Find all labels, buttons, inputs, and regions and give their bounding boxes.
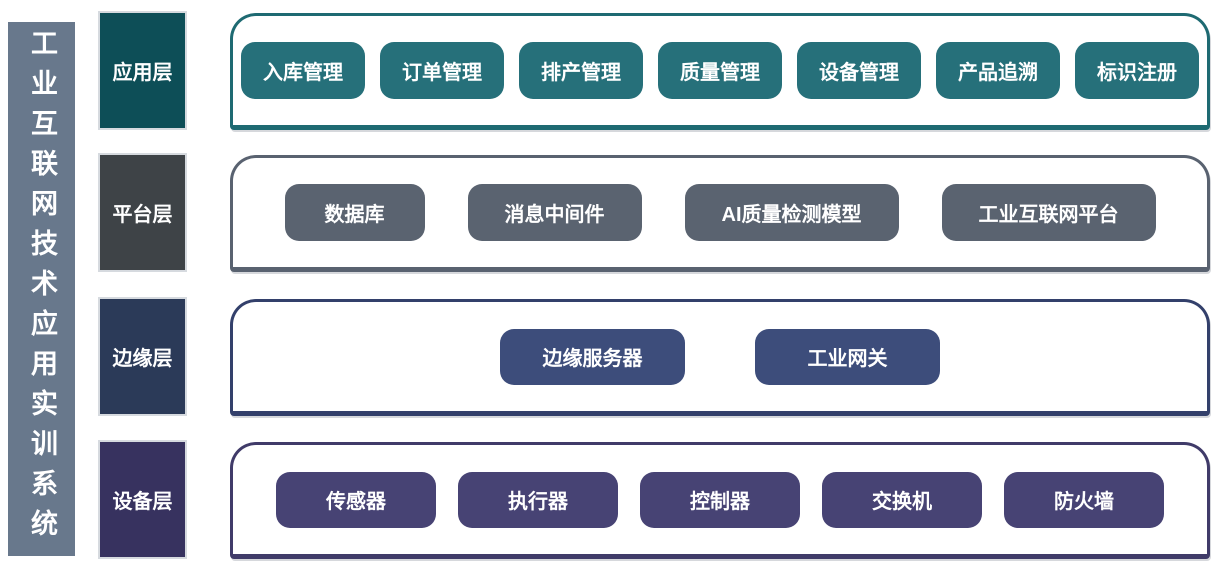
node-equipment-management: 设备管理: [797, 42, 921, 99]
system-title-banner: 工业互联网技术应用实训系统: [8, 22, 75, 556]
node-quality-management: 质量管理: [658, 42, 782, 99]
node-order-management: 订单管理: [380, 42, 504, 99]
layer-label-platform: 平台层: [100, 155, 185, 270]
device-button-group: 传感器 执行器 控制器 交换机 防火墙: [233, 471, 1207, 528]
node-ai-quality-inspection-model: AI质量检测模型: [684, 184, 899, 241]
layer-label-edge: 边缘层: [100, 299, 185, 414]
layer-label-text: 边缘层: [112, 348, 173, 370]
layer-container-application: 入库管理 订单管理 排产管理 质量管理 设备管理 产品追溯 标识注册: [230, 13, 1210, 130]
application-button-group: 入库管理 订单管理 排产管理 质量管理 设备管理 产品追溯 标识注册: [233, 42, 1207, 99]
node-firewall: 防火墙: [1004, 471, 1164, 528]
layer-row-platform: 平台层 数据库 消息中间件 AI质量检测模型 工业互联网平台: [0, 155, 1226, 272]
node-identifier-registration: 标识注册: [1075, 42, 1199, 99]
layer-row-application: 应用层 入库管理 订单管理 排产管理 质量管理 设备管理 产品追溯 标识注册: [0, 13, 1226, 130]
layer-row-device: 设备层 传感器 执行器 控制器 交换机 防火墙: [0, 442, 1226, 559]
system-title: 工业互联网技术应用实训系统: [27, 29, 57, 549]
layer-label-text: 应用层: [112, 62, 173, 84]
node-industrial-gateway: 工业网关: [755, 328, 940, 385]
layer-container-device: 传感器 执行器 控制器 交换机 防火墙: [230, 442, 1210, 559]
node-database: 数据库: [284, 184, 425, 241]
node-production-scheduling: 排产管理: [519, 42, 643, 99]
layer-container-platform: 数据库 消息中间件 AI质量检测模型 工业互联网平台: [230, 155, 1210, 272]
node-message-middleware: 消息中间件: [467, 184, 642, 241]
layer-label-text: 平台层: [112, 204, 173, 226]
layer-label-text: 设备层: [112, 491, 173, 513]
node-edge-server: 边缘服务器: [500, 328, 685, 385]
layer-row-edge: 边缘层 边缘服务器 工业网关: [0, 299, 1226, 416]
node-product-traceability: 产品追溯: [936, 42, 1060, 99]
node-switch: 交换机: [822, 471, 982, 528]
node-actuator: 执行器: [458, 471, 618, 528]
layer-container-edge: 边缘服务器 工业网关: [230, 299, 1210, 416]
node-warehouse-management: 入库管理: [241, 42, 365, 99]
edge-button-group: 边缘服务器 工业网关: [233, 328, 1207, 385]
node-sensor: 传感器: [276, 471, 436, 528]
node-industrial-internet-platform: 工业互联网平台: [941, 184, 1156, 241]
platform-button-group: 数据库 消息中间件 AI质量检测模型 工业互联网平台: [233, 184, 1207, 241]
node-controller: 控制器: [640, 471, 800, 528]
layer-label-device: 设备层: [100, 442, 185, 557]
layer-label-application: 应用层: [100, 13, 185, 128]
